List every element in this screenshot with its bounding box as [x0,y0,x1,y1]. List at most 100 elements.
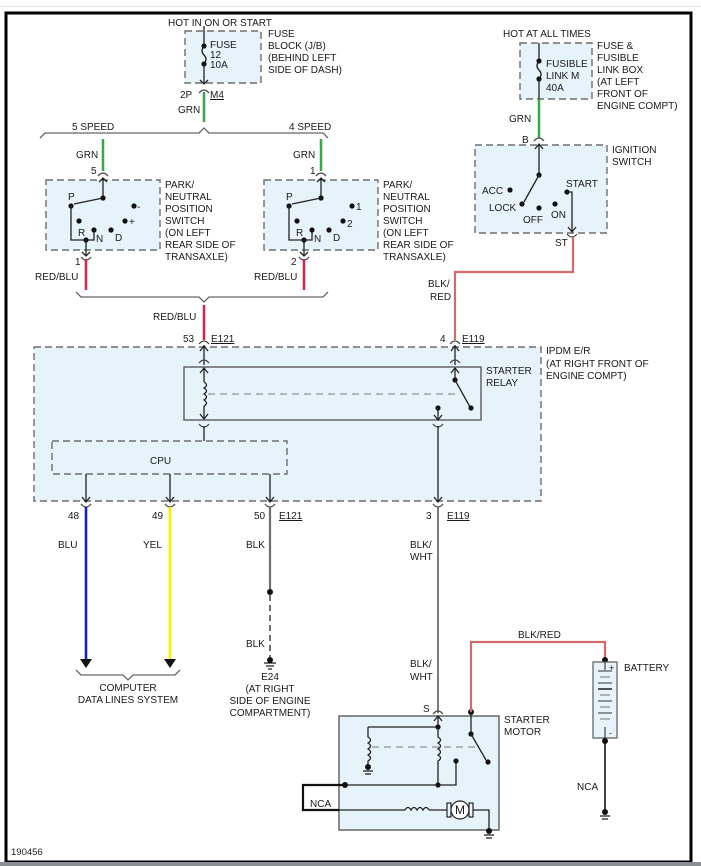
pnp4-pin-out: 2 [291,257,297,268]
page-top-line [0,0,701,7]
data-lines-outputs: BLU YEL COMPUTER DATA LINES SYSTEM [58,507,181,706]
pnp4-wire-in: GRN [293,150,315,161]
battery-blk-red-cable [469,640,607,712]
bottom-scrollbar[interactable] [0,862,701,866]
fuse-block-box [184,30,262,84]
wire-48-label: BLU [58,540,77,551]
ign-blk-red-wire [453,237,575,340]
pnp5-pos-d: D [115,233,122,244]
ign-pos-on: ON [551,210,566,221]
wire-3-label-2: WHT [410,552,433,563]
ign-wire-1: BLK/ [428,279,450,290]
battery-wire-top: BLK/RED [518,630,561,641]
fusible-link-1: FUSIBLE [546,59,588,70]
fusible-link-3: 40A [546,83,564,94]
starter-motor: S STARTER MOTOR NCA M [301,704,550,839]
yel-arrow-icon [164,659,176,668]
pnp4-label-1: PARK/ [383,180,412,191]
pnp5-label-1: PARK/ [165,180,194,191]
ign-label-2: SWITCH [612,157,651,168]
variant-5speed: 5 SPEED [72,122,114,133]
ipdm-conn-e121-top: E121 [211,334,235,345]
pnp5-wire-in: GRN [76,150,98,161]
pnp4-label-5: (ON LEFT [383,228,429,239]
ipdm-pin-3: 3 [426,511,432,522]
relay-switch-arm [454,379,471,408]
ignition-switch: B ACC LOCK OFF ON START IGNITION SWITCH … [428,135,656,340]
ground-label-4: COMPARTMENT) [230,708,311,719]
fuse-supply-label: HOT IN ON OR START [168,18,272,29]
merge-brace [75,291,329,303]
blu-arrow-icon [80,659,92,668]
battery-ground-icon [600,809,610,820]
relay-label-1: STARTER [486,366,532,377]
ign-pin-b: B [522,135,529,146]
fuse-location-2: BLOCK (J/B) [268,41,326,52]
nca-loop-wire [301,783,345,812]
motor-ground-icon [484,828,494,839]
fusible-location-5: FRONT OF [597,89,648,100]
ground-label-2: (AT RIGHT [245,684,294,695]
fuse-rating: 10A [210,60,228,71]
pnp5-label-7: TRANSAXLE) [165,252,228,263]
wire-3-lower-1: BLK/ [410,659,432,670]
fuse-wire-label: GRN [178,105,200,116]
pnp5-wire-out: RED/BLU [35,272,78,283]
pnp4-pos-2: 2 [347,219,353,230]
ignition-switch-arm [523,174,540,203]
motor-symbol: M [455,803,465,817]
battery: + - BATTERY NCA [577,657,670,820]
field-coil-icon [404,806,430,812]
data-lines-2: DATA LINES SYSTEM [78,695,178,706]
data-lines-1: COMPUTER [99,683,156,694]
pnp5-label-4: SWITCH [165,216,204,227]
pnp5-pos-n: N [96,234,103,245]
speed-split-brace [39,127,329,139]
pnp4-switch-arm [291,197,322,205]
pnp-switch-4speed: GRN 1 P R N D 1 2 2 RED/BLU PARK/ NEUTRA… [254,139,454,290]
pnp4-pos-d: D [333,233,340,244]
hold-coil-icon [366,727,372,767]
fusible-location-3: LINK BOX [597,65,643,76]
fuse-location-3: (BEHIND LEFT [268,53,336,64]
battery-plus: + [609,663,614,673]
wire-3-lower-2: WHT [410,672,433,683]
starter-pin-s: S [423,704,430,715]
merged-wire-label: RED/BLU [153,312,196,323]
pnp4-label-7: TRANSAXLE) [383,252,446,263]
fusible-wire-label: GRN [509,114,531,125]
ign-pos-start: START [566,179,598,190]
fusible-location-4: (AT LEFT [597,77,639,88]
pnp4-pos-r: R [296,228,303,239]
cpu-label: CPU [150,456,171,467]
pnp5-pos-minus: - [137,202,140,213]
pnp5-switch-arm [73,197,104,205]
battery-nca: NCA [577,782,598,793]
ipdm-pin-50: 50 [254,511,266,522]
ipdm-conn-e119-top: E119 [462,334,485,345]
wire-50-label: BLK [246,540,265,551]
fuse-pin: 2P [180,90,193,101]
ign-pin-st: ST [555,238,568,249]
fuse-number: 12 [210,50,222,61]
pnp4-pos-p: P [286,192,293,203]
wire-50-lower-label: BLK [246,639,265,650]
ign-pos-acc: ACC [482,186,503,197]
wire-3-label-1: BLK/ [410,540,432,551]
fusible-link-icon [536,60,542,80]
pnp5-label-6: REAR SIDE OF [165,240,236,251]
ipdm-label-2: (AT RIGHT FRONT OF [546,359,649,370]
ipdm-pin-53: 53 [183,334,195,345]
ign-wire-2: RED [430,292,451,303]
ign-label-1: IGNITION [612,145,656,156]
ignition-box [474,144,608,234]
ground-e24: BLK BLK E24 (AT RIGHT SIDE OF ENGINE COM… [229,507,311,719]
pnp4-pos-1: 1 [356,202,362,213]
data-lines-brace [75,669,181,681]
ipdm-conn-e121-bottom: E121 [279,511,303,522]
ipdm-conn-e119-bottom: E119 [447,511,470,522]
battery-minus: - [609,728,612,738]
fuse-location-1: FUSE [268,29,295,40]
pnp4-pin-in: 1 [310,166,316,177]
